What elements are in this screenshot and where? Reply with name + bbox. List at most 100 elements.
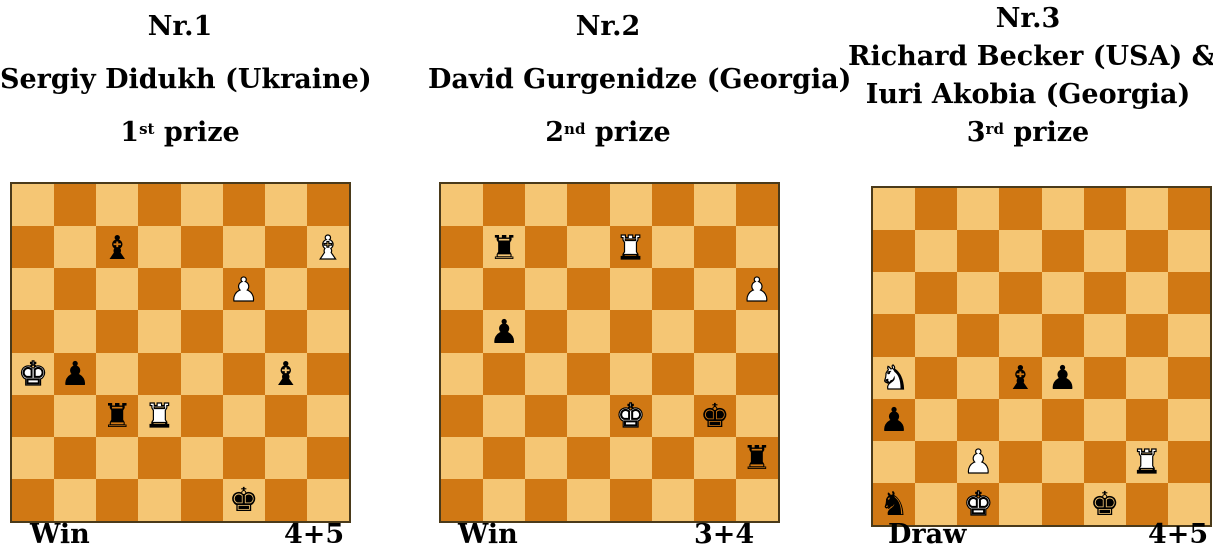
- black-bishop-icon: ♝: [1006, 361, 1036, 394]
- square-e8: [610, 184, 652, 226]
- square-f1: ♚: [223, 479, 265, 521]
- square-f5: [223, 310, 265, 352]
- square-b3: [483, 395, 525, 437]
- square-g2: [265, 437, 307, 479]
- square-h5: [1168, 314, 1210, 356]
- square-a3: [441, 395, 483, 437]
- square-b7: [54, 226, 96, 268]
- square-f2: [223, 437, 265, 479]
- square-b1: [54, 479, 96, 521]
- square-a7: [12, 226, 54, 268]
- square-e3: [1042, 399, 1084, 441]
- square-f6: [1084, 272, 1126, 314]
- square-f4: [1084, 357, 1126, 399]
- square-c3: [957, 399, 999, 441]
- square-b8: [915, 188, 957, 230]
- square-a5: [441, 310, 483, 352]
- square-c6: [957, 272, 999, 314]
- square-e8: [181, 184, 223, 226]
- square-f7: [1084, 230, 1126, 272]
- square-g5: [1126, 314, 1168, 356]
- square-a6: [12, 268, 54, 310]
- square-h3: [736, 395, 778, 437]
- square-h8: [1168, 188, 1210, 230]
- square-d2: [138, 437, 180, 479]
- square-a4: ♚: [12, 353, 54, 395]
- square-b7: [915, 230, 957, 272]
- square-d2: [999, 441, 1041, 483]
- square-d1: [138, 479, 180, 521]
- black-pawn-icon: ♟: [489, 315, 519, 348]
- square-g5: [694, 310, 736, 352]
- square-e6: [181, 268, 223, 310]
- square-h2: ♜: [736, 437, 778, 479]
- square-f6: ♟: [223, 268, 265, 310]
- square-h6: ♟: [736, 268, 778, 310]
- square-e1: [181, 479, 223, 521]
- square-h7: [736, 226, 778, 268]
- square-d8: [138, 184, 180, 226]
- square-g6: [694, 268, 736, 310]
- black-pawn-icon: ♟: [60, 357, 90, 390]
- black-rook-icon: ♜: [742, 441, 772, 474]
- square-c1: [96, 479, 138, 521]
- white-rook-icon: ♜: [1132, 445, 1162, 478]
- square-b4: [915, 357, 957, 399]
- square-e3: ♚: [610, 395, 652, 437]
- square-f8: [1084, 188, 1126, 230]
- square-a3: ♟: [873, 399, 915, 441]
- square-g8: [694, 184, 736, 226]
- black-bishop-icon: ♝: [103, 231, 133, 264]
- square-f2: [1084, 441, 1126, 483]
- square-g2: [694, 437, 736, 479]
- material-count: 3+4: [694, 518, 754, 552]
- black-pawn-icon: ♟: [1048, 361, 1078, 394]
- square-g1: [694, 479, 736, 521]
- square-e3: [181, 395, 223, 437]
- square-a8: [441, 184, 483, 226]
- square-d7: [999, 230, 1041, 272]
- square-b8: [483, 184, 525, 226]
- square-h6: [1168, 272, 1210, 314]
- square-b5: [54, 310, 96, 352]
- square-h4: [307, 353, 349, 395]
- square-b6: [483, 268, 525, 310]
- black-king-icon: ♚: [1090, 487, 1120, 520]
- square-b7: ♜: [483, 226, 525, 268]
- square-e5: [181, 310, 223, 352]
- square-c7: ♝: [96, 226, 138, 268]
- chess-board: ♜♜♟♟♚♚♜: [441, 184, 778, 521]
- square-g6: [265, 268, 307, 310]
- problem-1: Nr.1 Sergiy Didukh (Ukraine) 1st prize ♝…: [0, 0, 360, 555]
- black-pawn-icon: ♟: [879, 403, 909, 436]
- square-c7: [525, 226, 567, 268]
- square-g1: [265, 479, 307, 521]
- square-h7: ♝: [307, 226, 349, 268]
- square-f3: [652, 395, 694, 437]
- white-pawn-icon: ♟: [964, 445, 994, 478]
- square-a1: [12, 479, 54, 521]
- black-rook-icon: ♜: [489, 231, 519, 264]
- square-b2: [483, 437, 525, 479]
- square-g4: ♝: [265, 353, 307, 395]
- square-g7: [1126, 230, 1168, 272]
- square-c8: [957, 188, 999, 230]
- square-e4: ♟: [1042, 357, 1084, 399]
- square-d6: [567, 268, 609, 310]
- square-c5: [96, 310, 138, 352]
- square-h3: [307, 395, 349, 437]
- square-f7: [223, 226, 265, 268]
- square-g3: [265, 395, 307, 437]
- chess-board: ♞♝♟♟♟♜♞♚♚: [873, 188, 1210, 525]
- square-d5: [567, 310, 609, 352]
- square-e6: [1042, 272, 1084, 314]
- square-c2: [525, 437, 567, 479]
- square-e4: [610, 353, 652, 395]
- square-a2: [873, 441, 915, 483]
- result-label: Draw: [888, 518, 966, 552]
- prize-label: 3rd prize: [848, 118, 1208, 148]
- square-a4: [441, 353, 483, 395]
- square-c2: [96, 437, 138, 479]
- square-d4: [567, 353, 609, 395]
- square-h7: [1168, 230, 1210, 272]
